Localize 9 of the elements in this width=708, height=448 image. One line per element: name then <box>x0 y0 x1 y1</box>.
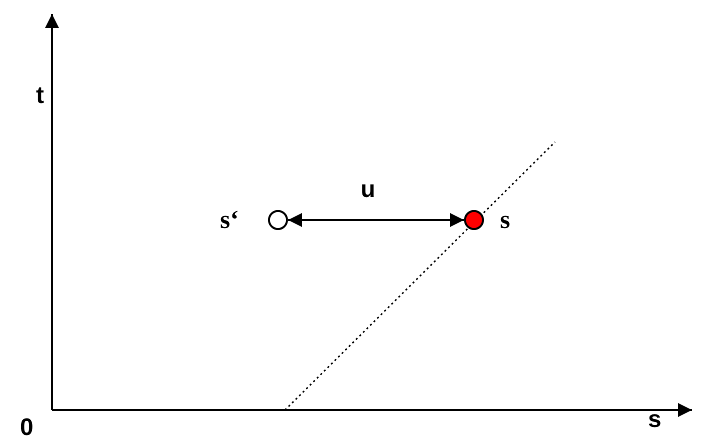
axis-label: 0 <box>20 416 34 440</box>
axis-label: s <box>648 408 662 432</box>
axis-label: t <box>36 84 44 108</box>
double-arrow <box>288 213 464 227</box>
point-marker <box>268 210 288 230</box>
edge-label: u <box>360 178 376 202</box>
point-marker <box>464 210 484 230</box>
point-label: s <box>500 207 510 233</box>
point-label: s‘ <box>220 207 239 233</box>
